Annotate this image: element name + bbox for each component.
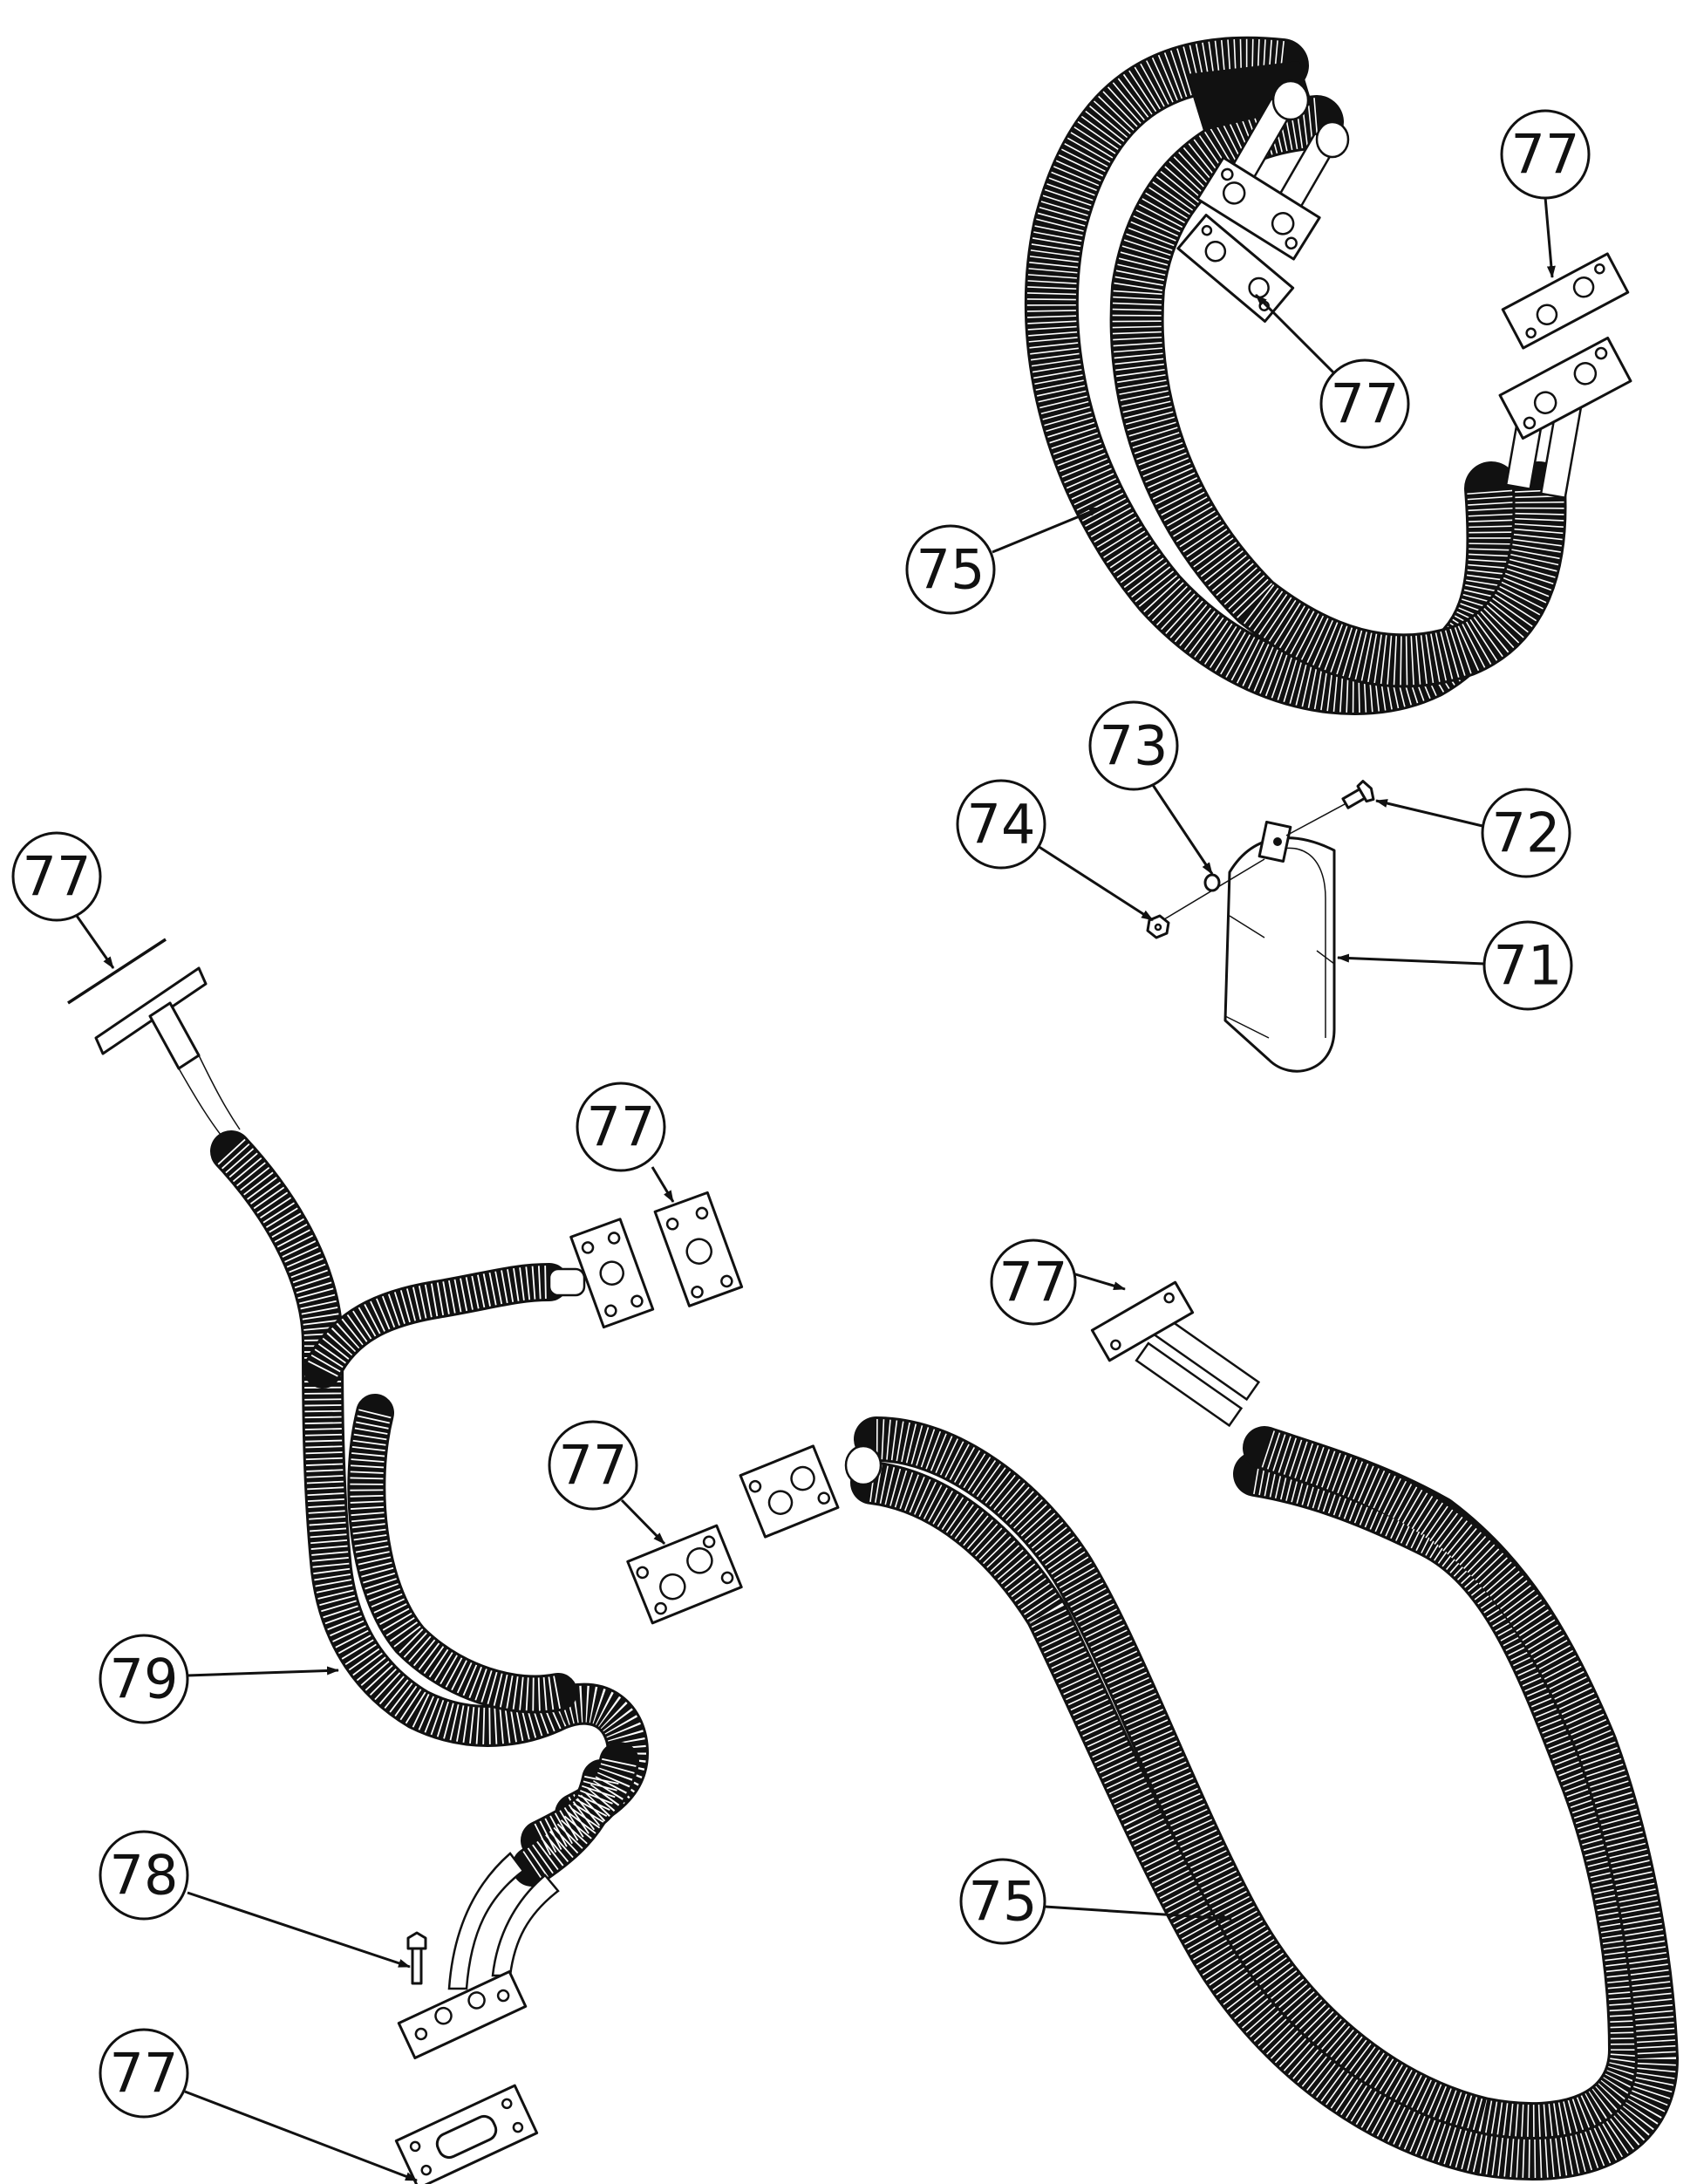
callout-77-lower-right-flange[interactable]: 77 (990, 1239, 1126, 1326)
left-hose-assembly (67, 938, 744, 2184)
callout-72-bolt[interactable]: 72 (1375, 788, 1571, 878)
callout-77-bottom-left[interactable]: 77 (99, 2028, 418, 2182)
callout-77-top-mid[interactable]: 77 (1254, 293, 1410, 449)
callout-78-bolt[interactable]: 78 (99, 1830, 411, 1969)
svg-text:75: 75 (969, 1870, 1038, 1934)
callout-79-hose[interactable]: 79 (99, 1634, 339, 1724)
lower-hose-assembly (626, 1280, 1679, 2181)
callout-77-center[interactable]: 77 (548, 1420, 666, 1546)
callout-71-clamp[interactable]: 71 (1337, 920, 1573, 1011)
svg-text:74: 74 (967, 793, 1036, 857)
callouts: 77 77 75 73 74 72 71 (11, 109, 1591, 2182)
svg-text:71: 71 (1494, 934, 1563, 998)
callout-74-nut[interactable]: 74 (956, 779, 1154, 922)
svg-text:77: 77 (23, 845, 92, 909)
svg-text:75: 75 (917, 538, 985, 602)
svg-text:78: 78 (110, 1844, 179, 1908)
svg-text:77: 77 (1331, 372, 1400, 436)
callout-75-lower[interactable]: 75 (959, 1858, 1232, 1945)
callout-73-washer[interactable]: 73 (1088, 700, 1214, 875)
clamp-assembly (1146, 780, 1375, 1073)
callout-77-top-right[interactable]: 77 (1500, 109, 1591, 278)
callout-77-left-mid[interactable]: 77 (576, 1082, 675, 1203)
svg-text:77: 77 (559, 1434, 628, 1498)
upper-hose-assembly (1024, 36, 1632, 715)
svg-text:72: 72 (1492, 802, 1561, 865)
svg-text:77: 77 (587, 1095, 656, 1159)
svg-text:77: 77 (1511, 123, 1580, 187)
svg-text:79: 79 (110, 1648, 179, 1711)
callout-75-upper[interactable]: 75 (905, 506, 1101, 615)
callout-77-left-top[interactable]: 77 (11, 831, 115, 969)
svg-text:77: 77 (999, 1251, 1068, 1314)
svg-text:77: 77 (110, 2042, 179, 2106)
svg-text:73: 73 (1100, 714, 1169, 778)
